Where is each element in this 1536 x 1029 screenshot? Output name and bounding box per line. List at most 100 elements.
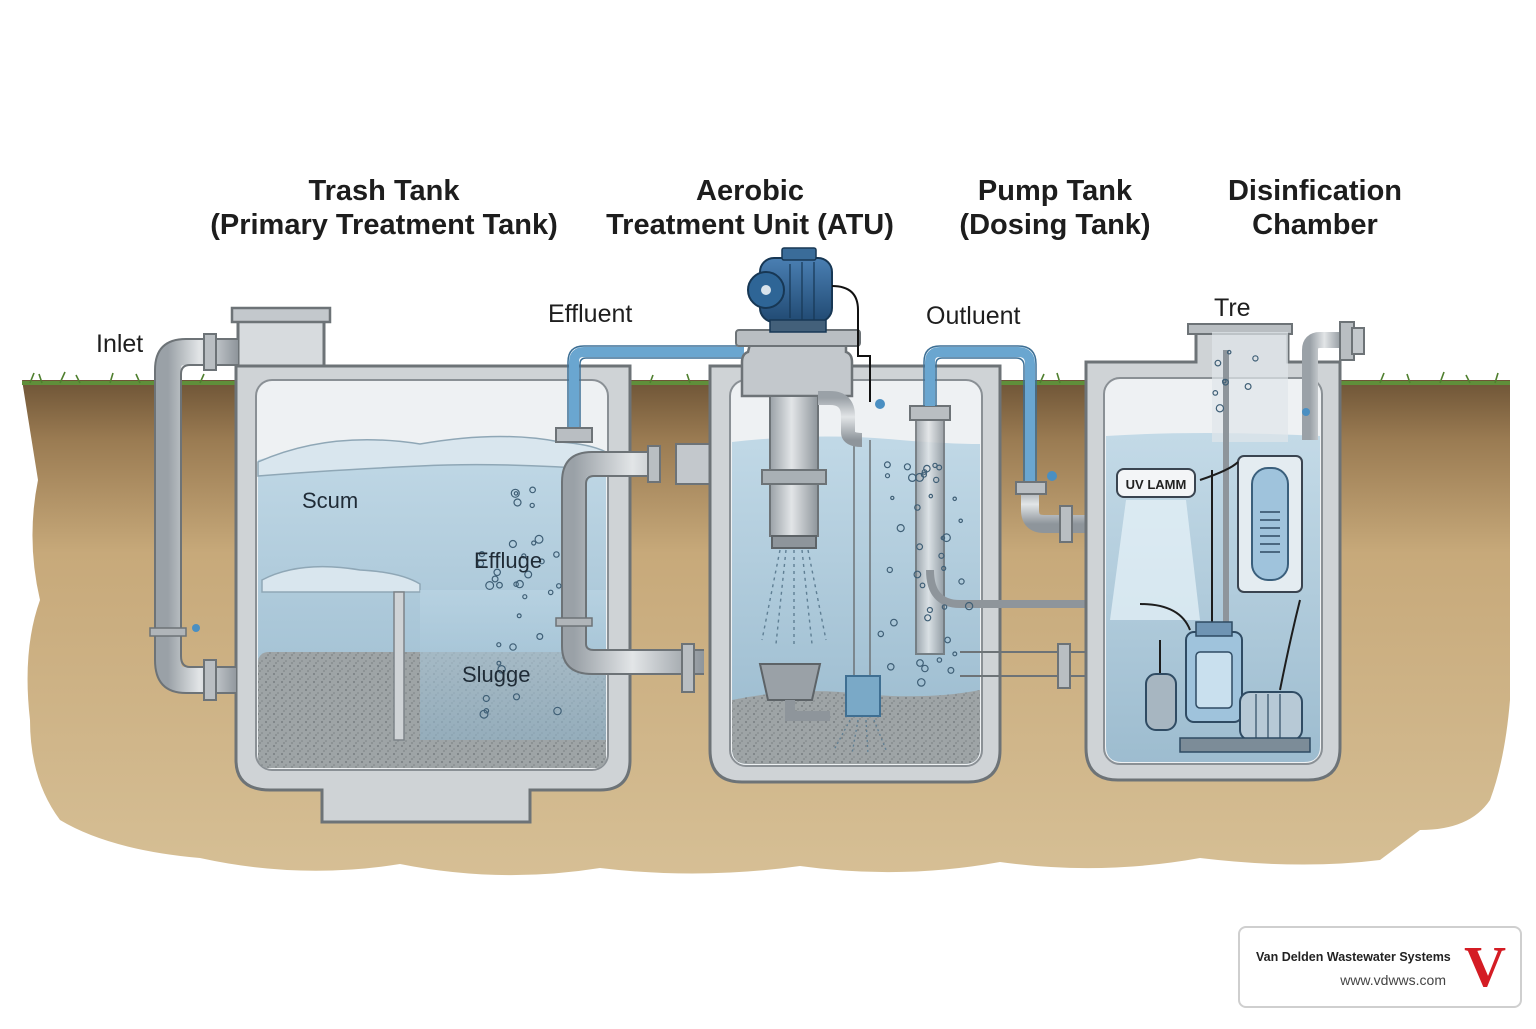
bubble [536,632,544,640]
atu-to-pump-pipe [960,643,1086,689]
chamber-outlet-cap [1351,327,1365,355]
pipe-clamp-b [555,617,593,627]
brand-badge: Van Delden Wastewater Systems www.vdwws.… [1238,926,1522,1008]
pipe-flange-b [681,643,695,693]
valve-icon [1047,471,1057,481]
atu-hopper [758,663,822,701]
bubble [493,568,502,577]
bubble [914,504,921,511]
heading-disinfection: Disinfication Chamber [1210,174,1420,242]
bubble [896,523,905,533]
pressure-tank [1145,673,1177,731]
pump-icon [1145,621,1311,753]
effluent-blue-line-outline [567,345,744,432]
label-slugge: Slugge [462,662,531,687]
heading-atu-line1: Aerobic [696,175,804,207]
bubble [933,476,940,484]
bubble [513,581,519,588]
bubble [915,472,925,482]
diffuser-spray [833,719,887,755]
bubble [1226,349,1232,355]
bubble [919,582,926,589]
bubble [928,493,934,499]
bubble [497,664,506,674]
bubble [1212,390,1219,396]
bubble [942,533,951,543]
bubble [522,594,528,600]
scum-layer [257,435,607,477]
bubble [516,613,522,619]
bubble [903,463,912,471]
motor-cable [831,285,871,402]
bubbles [477,349,1259,719]
bubble [924,614,932,622]
bubble [938,552,945,559]
chamber-cables [1139,461,1301,691]
bubble [555,583,562,589]
bubble [890,618,898,627]
uv-coil [1260,511,1280,553]
bubble [496,660,502,666]
dosing-column [915,413,945,655]
trash-tank-riser [236,314,326,368]
bubble [1222,378,1227,384]
outluent-collar [1015,481,1047,495]
bubble [513,491,519,496]
chamber-outlet-pipe [1302,332,1342,440]
bubble [921,664,929,673]
aerator-elbow [818,391,863,447]
bubble [547,589,554,596]
valve-icon [192,624,200,632]
heading-pump-tank-line2: (Dosing Tank) [959,209,1151,241]
bubble [1214,359,1222,367]
aerator-column [769,395,819,537]
bubble [483,707,490,714]
inlet-clamp [149,627,187,637]
bubble [941,604,948,610]
bubble [524,570,533,579]
uv-tube [1251,467,1289,581]
motor-mount [769,319,827,333]
bubble [947,666,955,674]
bubble [485,580,495,590]
bubble [884,473,891,479]
bubble [944,636,951,644]
bubble [496,642,502,648]
label-tre: Tre [1214,294,1251,322]
motor-icon [747,247,871,402]
outluent-blue-line [925,347,1035,486]
bubble [529,486,536,494]
bubble [886,566,894,574]
heading-trash-tank-line2: (Primary Treatment Tank) [210,209,558,241]
pump-base [1179,737,1311,753]
bubble [940,535,946,541]
inlet-flange [203,333,217,371]
outluent-flange [1059,505,1073,543]
bubble [482,694,490,703]
label-effluent: Effluent [548,300,633,328]
bubble [1215,404,1225,413]
outluent-pipe [1021,488,1086,533]
pump-motor-ribs [1255,694,1281,738]
aerator-nozzle [771,535,817,549]
bubble [952,651,958,657]
bubble [1252,355,1259,362]
heading-pump-tank-line1: Pump Tank [977,175,1133,207]
heading-trash-tank-line1: Trash Tank [308,175,460,207]
pump-top [1195,621,1233,637]
bubble [916,543,924,551]
bubble [531,540,537,546]
bubble [1244,383,1252,391]
inlet-pipe-body [155,339,238,693]
bubble [936,657,943,663]
effluent-pipe-outline [561,451,704,675]
bubble [496,581,503,589]
pipe-flange-a [647,445,661,483]
bubble [515,579,524,589]
bubble [512,693,521,701]
brand-logo: V [1464,934,1506,999]
bubble [534,534,544,544]
aerator-pipe-outline [853,440,871,700]
heading-disinfection-line1: Disinfication [1227,175,1402,207]
